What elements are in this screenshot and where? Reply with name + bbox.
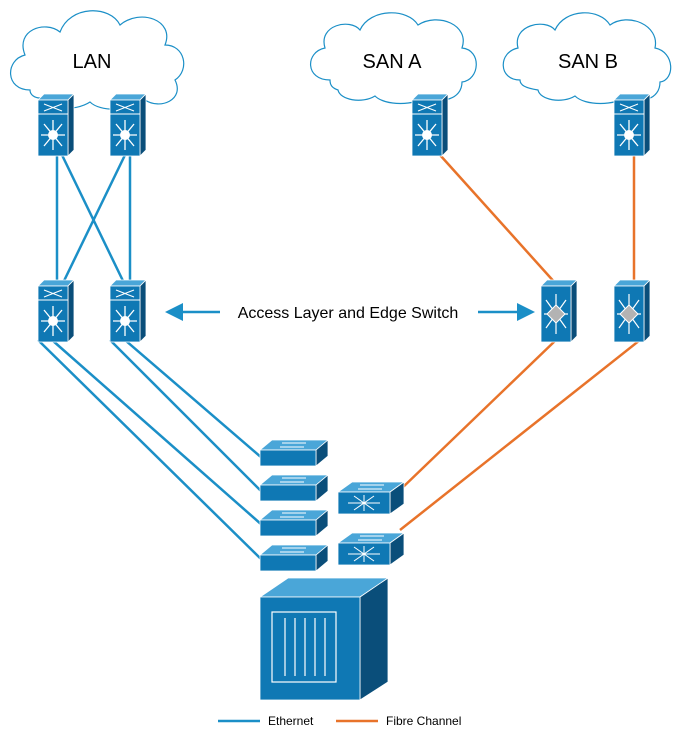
server-chassis [258, 577, 390, 701]
san-b-cloud [502, 12, 672, 105]
fabric-extender-1 [259, 439, 329, 467]
san-a-cloud [310, 12, 477, 105]
access-switch-2 [109, 279, 147, 343]
legend: Ethernet Fibre Channel [218, 714, 461, 728]
access-layer-arrows [165, 303, 535, 321]
unified-fabric-switch-2 [337, 532, 405, 566]
fc-edge-switch-b [613, 279, 651, 343]
san-a-switch [411, 93, 449, 157]
san-b-label: SAN B [558, 51, 618, 73]
san-a-label: SAN A [363, 51, 423, 73]
fabric-extender-4 [259, 544, 329, 572]
ethernet-links [37, 154, 263, 561]
fibre-channel-links [399, 154, 641, 531]
access-layer-label: Access Layer and Edge Switch [238, 305, 459, 322]
lan-core-switch-1 [37, 93, 75, 157]
fc-edge-switch-a [540, 279, 578, 343]
access-switch-1 [37, 279, 75, 343]
legend-fibre-channel-label: Fibre Channel [386, 714, 461, 728]
fabric-extender-2 [259, 474, 329, 502]
fabric-extender-3 [259, 509, 329, 537]
lan-label: LAN [73, 51, 112, 73]
lan-core-switch-2 [109, 93, 147, 157]
san-b-switch [613, 93, 651, 157]
unified-fabric-switch-1 [337, 481, 405, 515]
legend-ethernet-label: Ethernet [268, 714, 314, 728]
